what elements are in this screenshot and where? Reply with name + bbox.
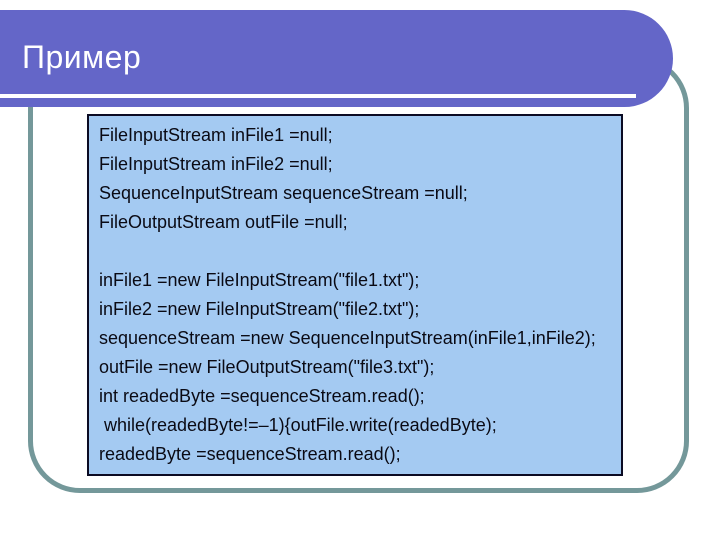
code-line-blank	[99, 237, 617, 266]
code-line: SequenceInputStream sequenceStream =null…	[99, 183, 468, 203]
code-line: inFile1 =new FileInputStream("file1.txt"…	[99, 270, 420, 290]
code-line: FileInputStream inFile2 =null;	[99, 154, 333, 174]
code-line: int readedByte =sequencеStream.read();	[99, 386, 425, 406]
title-underline	[0, 94, 636, 98]
code-line: sequenceStream =new SequenceInputStream(…	[99, 328, 596, 348]
code-line: FileOutputStream outFile =null;	[99, 212, 348, 232]
slide-title: Пример	[22, 39, 142, 75]
code-line: readedByte =sequenceStream.read();	[99, 444, 401, 464]
code-line: while(readedByte!=–1){outFile.write(read…	[99, 415, 497, 435]
code-line: FileInputStream inFile1 =null;	[99, 125, 333, 145]
code-panel: FileInputStream inFile1 =null; FileInput…	[87, 114, 623, 476]
title-bar: Пример	[0, 10, 673, 107]
code-line: outFile =new FileOutputStream("file3.txt…	[99, 357, 435, 377]
code-line: inFile2 =new FileInputStream("file2.txt"…	[99, 299, 420, 319]
